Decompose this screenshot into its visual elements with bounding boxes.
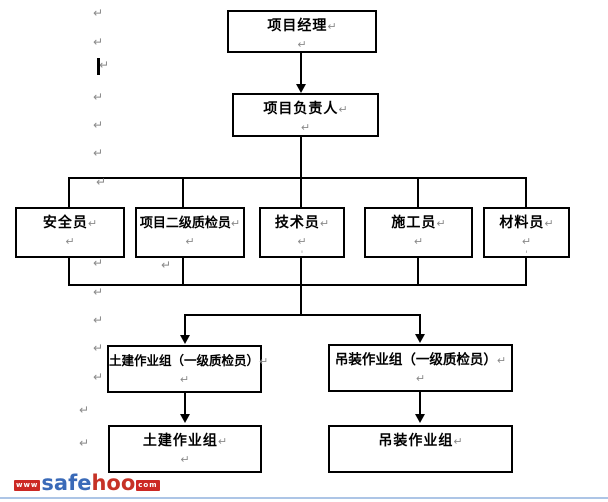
box-label: 土建作业组（一级质检员） bbox=[109, 353, 260, 368]
pilcrow-mark-icon: ↵ bbox=[413, 235, 424, 248]
pilcrow-mark-icon: ↵ bbox=[297, 235, 307, 248]
formatting-tick-mark: ' bbox=[300, 250, 304, 260]
pilcrow-mark-icon: ↵ bbox=[93, 6, 104, 20]
pilcrow-mark-icon: ↵ bbox=[297, 38, 307, 51]
org-box-safety-officer[interactable]: 安全员↵ ↵ bbox=[15, 207, 125, 258]
watermark-www-badge: www bbox=[14, 480, 41, 491]
org-box-project-level2-qc[interactable]: 项目二级质检员↵ ↵ bbox=[135, 207, 245, 258]
org-box-hoisting-work-group[interactable]: 吊装作业组↵ bbox=[328, 425, 513, 473]
connector-line bbox=[184, 393, 186, 416]
connector-line bbox=[300, 257, 302, 286]
connector-line bbox=[184, 314, 421, 316]
pilcrow-mark-icon: ↵ bbox=[259, 355, 269, 368]
org-box-hoisting-work-group-qc[interactable]: 吊装作业组（一级质检员）↵ ↵ bbox=[328, 344, 513, 392]
pilcrow-mark-icon: ↵ bbox=[179, 373, 190, 386]
pilcrow-mark-icon: ↵ bbox=[185, 235, 195, 248]
box-label: 技术员 bbox=[274, 215, 320, 231]
bottom-divider-line bbox=[0, 497, 608, 499]
org-box-project-manager[interactable]: 项目经理↵ ↵ bbox=[227, 10, 377, 53]
connector-line bbox=[419, 392, 421, 415]
pilcrow-mark-icon: ↵ bbox=[93, 256, 104, 270]
pilcrow-mark-icon: ↵ bbox=[217, 435, 228, 448]
pilcrow-mark-icon: ↵ bbox=[79, 403, 90, 417]
connector-line bbox=[68, 284, 527, 286]
pilcrow-mark-icon: ↵ bbox=[338, 103, 348, 116]
pilcrow-mark-icon: ↵ bbox=[93, 313, 104, 327]
watermark-hoo-text: hoo bbox=[91, 471, 136, 495]
org-box-construction-officer[interactable]: 施工员↵ ↵ bbox=[364, 207, 473, 258]
connector-line bbox=[525, 257, 527, 286]
pilcrow-mark-icon: ↵ bbox=[230, 217, 241, 230]
arrow-down-icon bbox=[415, 334, 425, 343]
pilcrow-mark-icon: ↵ bbox=[79, 436, 90, 450]
pilcrow-mark-icon: ↵ bbox=[496, 354, 507, 367]
pilcrow-mark-icon: ↵ bbox=[521, 235, 532, 248]
pilcrow-mark-icon: ↵ bbox=[93, 370, 104, 384]
box-label: 材料员 bbox=[499, 215, 545, 231]
pilcrow-mark-icon: ↵ bbox=[87, 217, 98, 230]
box-label: 项目二级质检员 bbox=[139, 216, 231, 231]
pilcrow-mark-icon: ↵ bbox=[99, 58, 110, 72]
pilcrow-mark-icon: ↵ bbox=[93, 118, 104, 132]
pilcrow-mark-icon: ↵ bbox=[93, 35, 104, 49]
pilcrow-mark-icon: ↵ bbox=[93, 90, 104, 104]
box-label: 安全员 bbox=[42, 215, 88, 231]
watermark-com-badge: com bbox=[136, 480, 160, 491]
pilcrow-mark-icon: ↵ bbox=[93, 341, 104, 355]
arrow-down-icon bbox=[180, 335, 190, 344]
org-box-technician[interactable]: 技术员↵ ↵ ' bbox=[259, 207, 345, 260]
pilcrow-mark-icon: ↵ bbox=[327, 20, 337, 33]
pilcrow-mark-icon: ↵ bbox=[161, 258, 172, 272]
org-box-civil-work-group[interactable]: 土建作业组↵ ↵ bbox=[108, 425, 262, 473]
org-box-material-officer[interactable]: 材料员↵ ↵ ' bbox=[483, 207, 570, 260]
connector-line bbox=[419, 314, 421, 336]
connector-line bbox=[417, 177, 419, 208]
box-label: 吊装作业组（一级质检员） bbox=[334, 352, 497, 368]
connector-line bbox=[525, 177, 527, 208]
pilcrow-mark-icon: ↵ bbox=[93, 285, 104, 299]
pilcrow-mark-icon: ↵ bbox=[96, 175, 107, 189]
pilcrow-mark-icon: ↵ bbox=[415, 372, 426, 385]
connector-line bbox=[68, 257, 70, 286]
pilcrow-mark-icon: ↵ bbox=[65, 235, 75, 248]
org-box-civil-work-group-qc[interactable]: 土建作业组（一级质检员）↵ ↵ bbox=[107, 345, 268, 393]
box-label: 施工员 bbox=[391, 215, 437, 231]
connector-line bbox=[184, 314, 186, 337]
text-cursor bbox=[97, 58, 100, 75]
pilcrow-mark-icon: ↵ bbox=[319, 217, 330, 230]
connector-line bbox=[417, 257, 419, 286]
arrow-down-icon bbox=[180, 414, 190, 423]
connector-line bbox=[300, 53, 302, 86]
connector-line bbox=[300, 284, 302, 315]
connector-line bbox=[182, 177, 184, 208]
arrow-down-icon bbox=[415, 414, 425, 423]
box-label: 项目负责人 bbox=[263, 101, 339, 117]
pilcrow-mark-icon: ↵ bbox=[436, 217, 446, 230]
box-label: 项目经理 bbox=[267, 18, 328, 34]
formatting-tick-mark: ' bbox=[525, 250, 528, 260]
pilcrow-mark-icon: ↵ bbox=[180, 453, 190, 466]
connector-line bbox=[68, 177, 70, 208]
pilcrow-mark-icon: ↵ bbox=[544, 217, 554, 230]
connector-line bbox=[68, 177, 527, 179]
box-label: 土建作业组 bbox=[142, 433, 218, 449]
arrow-down-icon bbox=[296, 84, 306, 93]
watermark-safe-text: safe bbox=[41, 471, 92, 495]
org-box-project-leader[interactable]: 项目负责人↵ ↵ bbox=[232, 93, 379, 137]
box-label: 吊装作业组 bbox=[378, 433, 454, 449]
pilcrow-mark-icon: ↵ bbox=[453, 435, 463, 448]
connector-line bbox=[182, 257, 184, 286]
pilcrow-mark-icon: ↵ bbox=[93, 146, 104, 160]
pilcrow-mark-icon: ↵ bbox=[300, 121, 311, 134]
connector-line bbox=[300, 137, 302, 208]
